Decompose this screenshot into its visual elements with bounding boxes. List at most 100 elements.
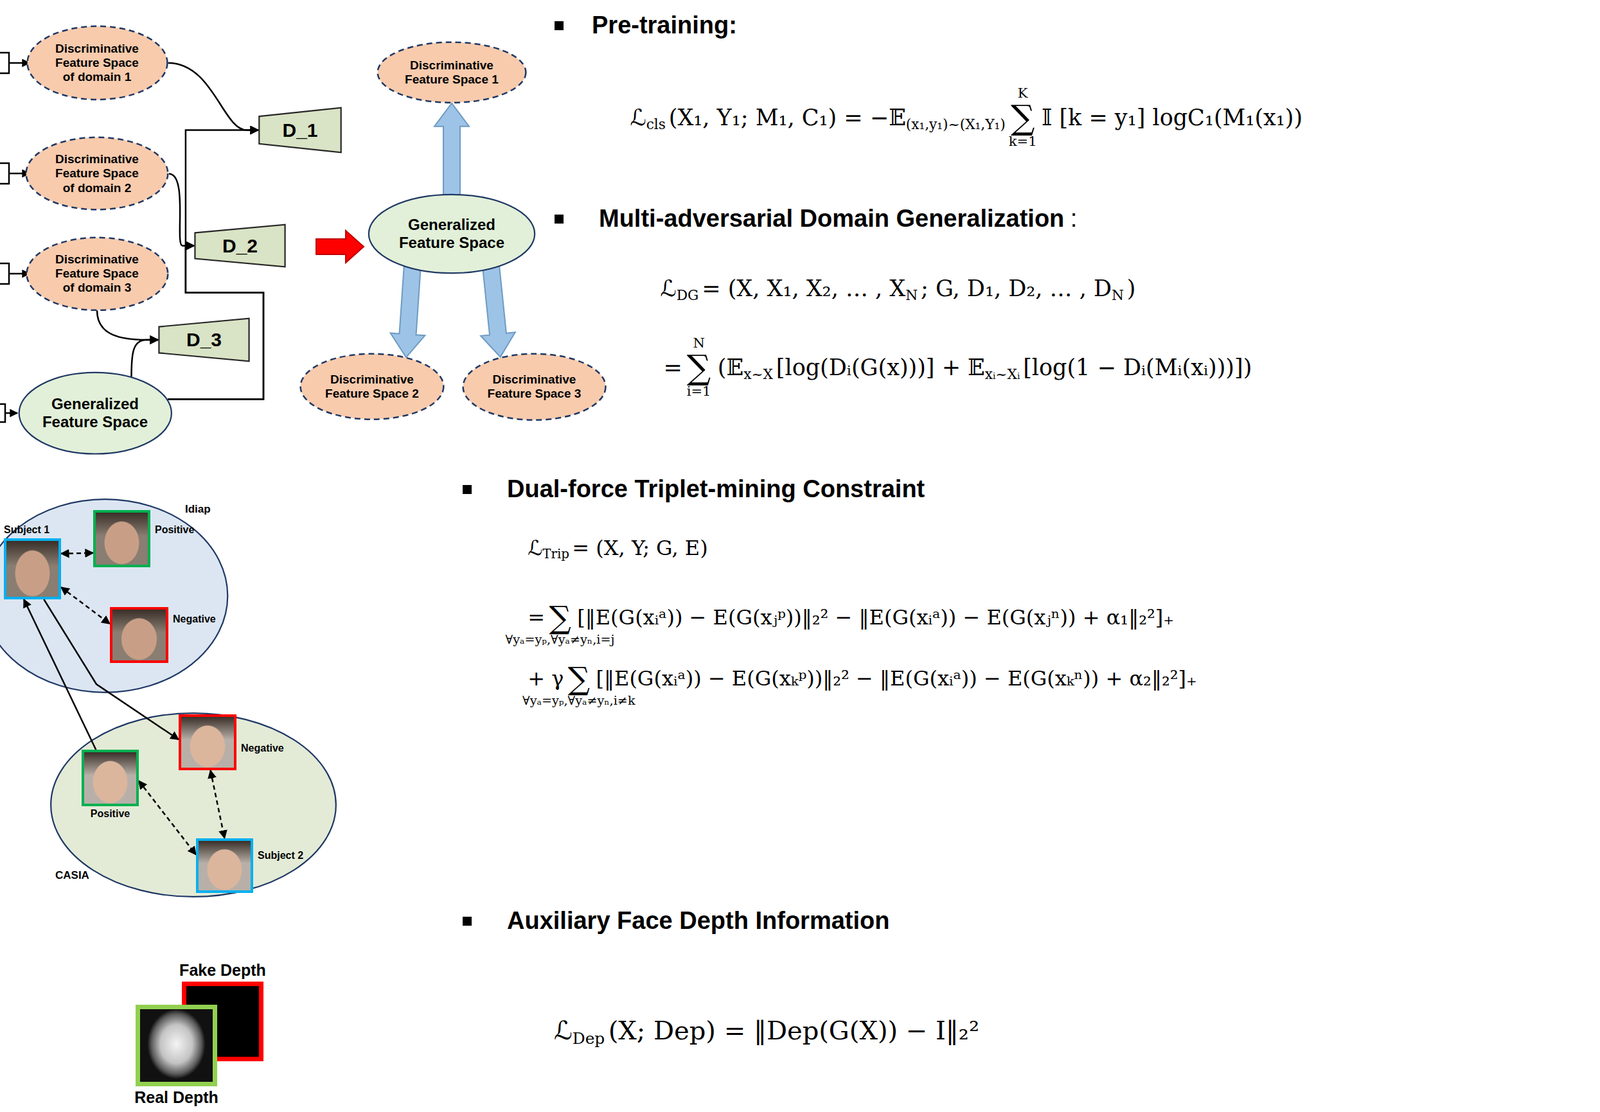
- trapezoid-fill: [258, 107, 341, 153]
- discriminator-box: D_3: [158, 318, 250, 362]
- equation-line: ℒcls(X₁, Y₁; M₁, C₁) = −𝔼(x₁,y₁)~(X₁,Y₁)…: [627, 100, 1303, 135]
- trapezoid-fill: [158, 318, 249, 362]
- heading-text: Multi-adversarial Domain Generalization: [598, 204, 1065, 234]
- caption-label: CASIA: [55, 869, 90, 883]
- cropped-box-edge: [0, 163, 9, 184]
- ellipse-fill: [26, 137, 169, 210]
- math-text: = (X, Y; G, E): [571, 536, 708, 561]
- node-label: Discriminative Feature Space of domain 3: [50, 252, 144, 296]
- caption-label: Positive: [154, 524, 195, 537]
- sum-upper-index: K: [1017, 86, 1029, 101]
- caption-label: Fake Depth: [179, 961, 267, 980]
- face-sample: Negative: [178, 714, 237, 771]
- summation: ∑Kk=1: [1010, 100, 1035, 135]
- sum-lower-index: k=1: [1008, 134, 1038, 150]
- math-text: ℒ: [553, 1015, 573, 1046]
- math-subscript: cls: [646, 116, 666, 134]
- bullet-square: [554, 214, 564, 224]
- face-sample: Positive: [93, 510, 151, 568]
- equation-line: =∑∀yₐ=yₚ,∀yₐ≠yₙ,i=j[‖E(G(xᵢᵃ)) − E(G(xⱼᵖ…: [525, 602, 1174, 634]
- dashed-connector: [138, 780, 196, 855]
- node-label: Discriminative Feature Space 2: [316, 372, 428, 401]
- caption-label: Negative: [240, 742, 285, 756]
- caption-label: Positive: [90, 808, 130, 821]
- input-arrow: [8, 62, 30, 65]
- caption-label: Idiap: [185, 503, 211, 516]
- dashed-connector: [61, 587, 110, 624]
- input-arrow: [5, 412, 18, 415]
- ellipse-fill: [18, 372, 171, 455]
- caption-label: Real Depth: [134, 1088, 219, 1108]
- summation: ∑∀yₐ=yₚ,∀yₐ≠yₙ,i=j: [548, 602, 571, 634]
- summation: ∑Ni=1: [686, 350, 711, 385]
- face-sample: Positive: [81, 749, 139, 807]
- node-label: Generalized Feature Space: [35, 395, 155, 432]
- math-subscript: N: [905, 287, 918, 304]
- bullet-square: [462, 916, 472, 926]
- ellipse-fill: [377, 42, 527, 103]
- math-subscript: xᵢ~Xᵢ: [985, 366, 1021, 383]
- node-label: Discriminative Feature Space 3: [478, 372, 590, 401]
- math-text: [‖E(G(xᵢᵃ)) − E(G(xⱼᵖ))‖₂² − ‖E(G(xᵢᵃ)) …: [577, 605, 1174, 630]
- sum-lower-index: i=1: [686, 384, 712, 400]
- section-heading: Multi-adversarial Domain Generalization:: [598, 204, 1077, 234]
- domain-feature-space: Discriminative Feature Space of domain 1: [26, 25, 169, 101]
- heading-text: Dual-force Triplet-mining Constraint: [506, 475, 925, 504]
- summation-sign: ∑: [1010, 100, 1035, 135]
- ellipse-fill: [26, 26, 168, 100]
- connector: [168, 174, 195, 247]
- math-text: = (X, X₁, X₂, … , X: [701, 275, 906, 302]
- connector: [43, 599, 179, 740]
- ellipse-fill: [0, 499, 228, 693]
- math-text: ℒ: [660, 275, 677, 302]
- cropped-box-edge: [0, 263, 9, 285]
- depth-map: Real Depth: [135, 1004, 218, 1087]
- dataset-region: CASIANegativePositiveSubject 2: [48, 711, 338, 899]
- dashed-connector: [210, 770, 225, 839]
- math-text: ; G, D₁, D₂, … , D: [920, 275, 1112, 302]
- math-subscript: (x₁,y₁)~(X₁,Y₁): [906, 116, 1006, 134]
- caption-label: Negative: [172, 613, 216, 626]
- math-text: (X₁, Y₁; M₁, C₁) = −𝔼: [668, 104, 907, 131]
- connector: [168, 62, 259, 131]
- summation: ∑∀yₐ=yₚ,∀yₐ≠yₙ,i≠k: [568, 663, 590, 695]
- ellipse-fill: [368, 194, 535, 274]
- sum-lower-index: ∀yₐ=yₚ,∀yₐ≠yₙ,i≠k: [522, 693, 636, 708]
- summation-sign: ∑: [568, 663, 590, 694]
- summation-sign: ∑: [548, 602, 571, 633]
- node-label: D_2: [222, 234, 258, 258]
- node-label: Discriminative Feature Space of domain 1: [50, 41, 144, 85]
- ellipse-fill: [300, 354, 445, 420]
- equation-line: ℒTrip= (X, Y; G, E): [525, 536, 709, 561]
- math-subscript: x~X: [743, 366, 774, 383]
- ellipse-fill: [50, 713, 337, 898]
- section-heading: Dual-force Triplet-mining Constraint: [506, 475, 925, 504]
- caption-label: Subject 1: [3, 524, 50, 537]
- dashed-connector: [61, 553, 94, 554]
- heading-text: Auxiliary Face Depth Information: [506, 907, 890, 936]
- math-text: ℒ: [527, 536, 543, 561]
- bullet-square: [554, 21, 564, 31]
- dataset-region: IdiapSubject 1 PositiveNegative: [0, 497, 230, 694]
- summation-sign: ∑: [686, 350, 711, 385]
- math-subscript: N: [1111, 287, 1124, 304]
- connector: [23, 599, 96, 750]
- domain-feature-space: Discriminative Feature Space of domain 3: [25, 237, 169, 312]
- face-sample: Subject 1: [3, 538, 62, 600]
- math-text: ): [1127, 275, 1137, 302]
- block-arrow: [480, 263, 516, 358]
- face-sample: Negative: [109, 607, 169, 664]
- math-text: + γ: [527, 666, 564, 691]
- equation-line: + γ∑∀yₐ=yₚ,∀yₐ≠yₙ,i≠k[‖E(G(xᵢᵃ)) − E(G(x…: [525, 663, 1198, 695]
- block-arrow: [390, 263, 426, 358]
- red-arrow: [316, 230, 364, 263]
- node-label: D_3: [186, 328, 222, 351]
- math-subscript: DG: [676, 287, 700, 304]
- math-text: [log(Dᵢ(G(x)))] + 𝔼: [776, 354, 986, 381]
- math-text: (X; Dep) = ‖Dep(G(X)) − I‖₂²: [608, 1015, 980, 1046]
- sum-lower-index: ∀yₐ=yₚ,∀yₐ≠yₙ,i=j: [505, 632, 615, 647]
- equation-line: =∑Ni=1(𝔼x~X[log(Dᵢ(G(x)))] + 𝔼xᵢ~Xᵢ[log(…: [661, 350, 1252, 385]
- discriminator-box: D_1: [258, 107, 342, 153]
- discriminative-feature-space: Discriminative Feature Space 1: [376, 41, 527, 103]
